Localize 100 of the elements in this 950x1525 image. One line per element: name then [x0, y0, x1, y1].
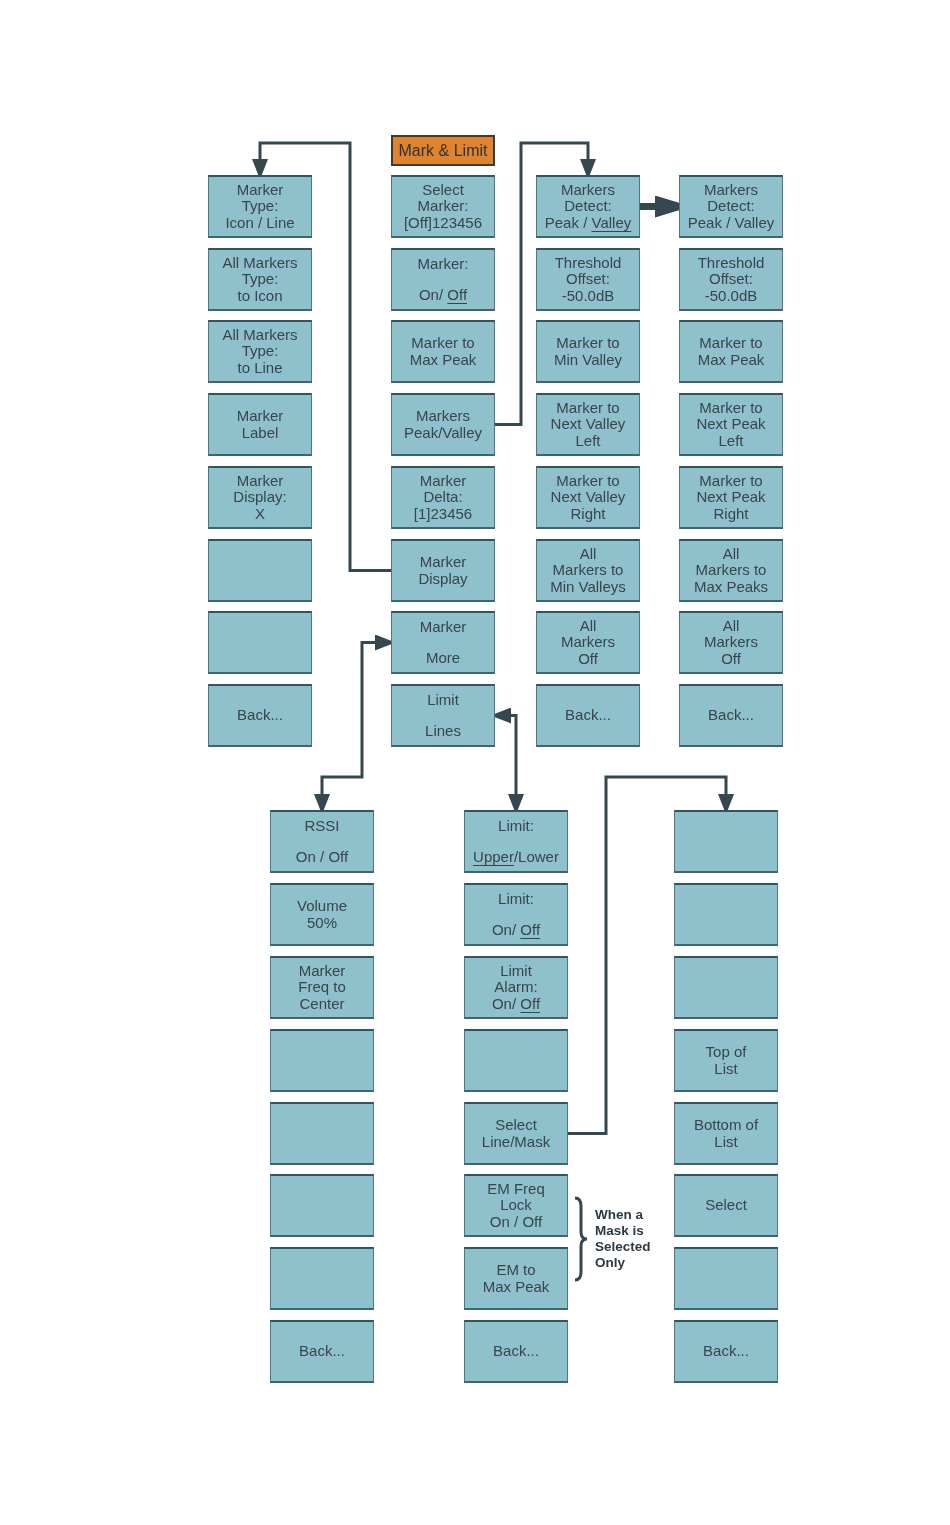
softkey-label: Marker to Max Peak [697, 335, 765, 368]
softkey-box [208, 684, 312, 747]
softkey-box [536, 611, 640, 674]
menu-title-box [391, 135, 495, 166]
softkey-box [679, 175, 783, 238]
softkey-label: Threshold Offset: -50.0dB [697, 254, 765, 305]
softkey-label: EM to Max Peak [482, 1262, 550, 1295]
softkey-label: Marker Label [236, 408, 284, 441]
softkey-label: Marker to Next Valley Left [550, 399, 626, 450]
softkey-label: Marker Display [418, 554, 468, 587]
softkey-box [464, 1102, 568, 1165]
softkey-label: Back... [299, 1343, 345, 1360]
softkey-label: All Markers Off [703, 617, 759, 668]
softkey-label: Back... [565, 707, 611, 724]
softkey-box [391, 611, 495, 674]
softkey-label: All Markers Type: to Icon [222, 254, 298, 305]
softkey-label: On/ Off [418, 287, 468, 304]
softkey-label: On/ Off [491, 922, 541, 939]
blank-softkey [674, 1247, 778, 1310]
softkey-label: Marker Delta: [1]23456 [413, 472, 473, 523]
softkey-box [536, 393, 640, 456]
softkey-label: On / Off [295, 849, 349, 866]
blank-softkey [674, 956, 778, 1019]
softkey-box [391, 466, 495, 529]
softkey-box [536, 684, 640, 747]
softkey-label: Markers Peak/Valley [403, 408, 483, 441]
softkey-label: Marker Display: X [233, 472, 287, 523]
softkey-box [679, 248, 783, 311]
blank-softkey [208, 539, 312, 602]
softkey-label: Marker Freq to Center [298, 962, 346, 1013]
softkey-label: Limit Alarm: On/ Off [491, 962, 541, 1013]
softkey-label: EM Freq Lock On / Off [487, 1180, 545, 1231]
softkey-box [464, 1320, 568, 1383]
softkey-box [391, 175, 495, 238]
softkey-box [679, 539, 783, 602]
softkey-box [464, 956, 568, 1019]
softkey-box [464, 810, 568, 873]
softkey-label: Marker to Next Valley Right [550, 472, 626, 523]
softkey-label: Markers Detect: Peak / Valley [544, 181, 632, 232]
blank-softkey [270, 1029, 374, 1092]
softkey-label: Marker: [417, 255, 469, 272]
menu-title: Mark & Limit [398, 141, 488, 160]
softkey-box [674, 1320, 778, 1383]
softkey-label: Bottom of List [693, 1117, 759, 1150]
softkey-box [391, 320, 495, 383]
softkey-box [674, 1102, 778, 1165]
softkey-label: Limit: [498, 890, 534, 907]
softkey-box [270, 1320, 374, 1383]
note-text: When a Mask is Selected Only [595, 1207, 651, 1271]
softkey-box [679, 320, 783, 383]
softkey-box [208, 175, 312, 238]
softkey-label: Back... [703, 1343, 749, 1360]
softkey-box [391, 539, 495, 602]
softkey-box [270, 810, 374, 873]
softkey-box [464, 1247, 568, 1310]
softkey-box [464, 883, 568, 946]
softkey-box [679, 684, 783, 747]
blank-softkey [270, 1102, 374, 1165]
softkey-box [391, 684, 495, 747]
softkey-box [674, 1029, 778, 1092]
softkey-box [679, 466, 783, 529]
softkey-label: All Markers Off [560, 617, 616, 668]
softkey-label: More [425, 650, 461, 667]
softkey-label: Marker Type: Icon / Line [225, 181, 295, 232]
softkey-label: Select Line/Mask [481, 1117, 551, 1150]
softkey-label: Limit: [498, 817, 534, 834]
softkey-label: Marker to Next Peak Right [696, 472, 766, 523]
softkey-label: RSSI [304, 817, 340, 834]
softkey-box [208, 466, 312, 529]
softkey-box [536, 466, 640, 529]
softkey-label: Select [705, 1197, 747, 1214]
softkey-label: Markers Detect: Peak / Valley [687, 181, 775, 232]
softkey-label: Marker to Next Peak Left [696, 399, 766, 450]
softkey-box [536, 175, 640, 238]
softkey-box [464, 1174, 568, 1237]
softkey-box [536, 320, 640, 383]
softkey-label: All Markers to Max Peaks [693, 545, 769, 596]
softkey-box [391, 248, 495, 311]
blank-softkey [464, 1029, 568, 1092]
softkey-box [208, 248, 312, 311]
softkey-box [270, 883, 374, 946]
softkey-label: Marker [419, 618, 467, 635]
softkey-label: Limit [427, 691, 459, 708]
softkey-label: Back... [708, 707, 754, 724]
blank-softkey [208, 611, 312, 674]
softkey-label: Top of List [705, 1044, 747, 1077]
softkey-box [536, 539, 640, 602]
softkey-label: Marker to Min Valley [553, 335, 623, 368]
softkey-label: Select Marker: [Off]123456 [403, 181, 483, 232]
softkey-label: Threshold Offset: -50.0dB [554, 254, 622, 305]
softkey-label: Marker to Max Peak [409, 335, 477, 368]
blank-softkey [270, 1247, 374, 1310]
softkey-label: All Markers Type: to Line [222, 326, 298, 377]
softkey-label: Lines [425, 723, 461, 740]
softkey-box [208, 393, 312, 456]
blank-softkey [674, 883, 778, 946]
softkey-box [391, 393, 495, 456]
softkey-box [674, 1174, 778, 1237]
softkey-label: Back... [237, 707, 283, 724]
softkey-box [270, 956, 374, 1019]
